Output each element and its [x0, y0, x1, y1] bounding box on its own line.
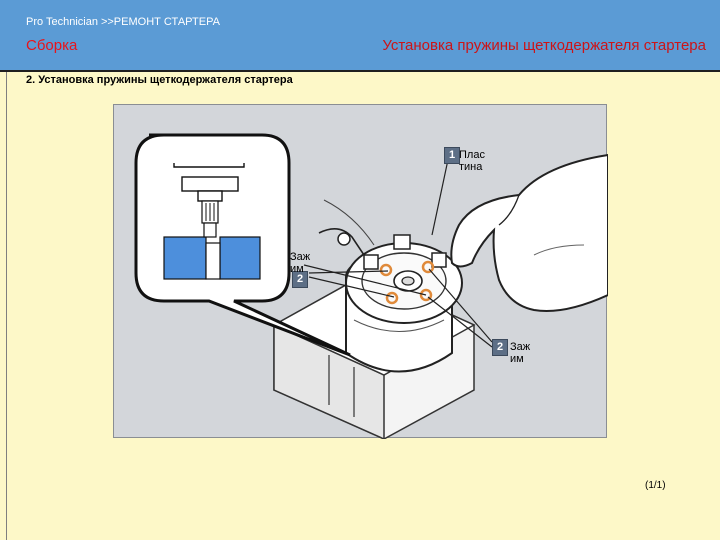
- callout-number-1: 1: [444, 147, 460, 164]
- breadcrumb: Pro Technician>>РЕМОНТ СТАРТЕРА: [26, 16, 220, 28]
- section-title: Сборка: [26, 37, 78, 54]
- starter-illustration: 1 Плас тина 2 Заж им 2 Заж им: [113, 104, 608, 439]
- left-divider: [6, 72, 7, 540]
- brand-label: Pro Technician: [26, 16, 98, 28]
- callout-label-clip-right: Заж им: [510, 341, 531, 365]
- illustration-drawing: [134, 133, 608, 439]
- callout-label-plate: Плас тина: [459, 149, 485, 173]
- callout-number-2-right: 2: [492, 339, 508, 356]
- page-counter: (1/1): [645, 480, 666, 491]
- header-bar: Pro Technician>>РЕМОНТ СТАРТЕРА Сборка У…: [0, 0, 720, 72]
- breadcrumb-path[interactable]: >>РЕМОНТ СТАРТЕРА: [100, 16, 221, 28]
- step-title: 2. Установка пружины щеткодержателя стар…: [26, 74, 293, 86]
- topic-title: Установка пружины щеткодержателя стартер…: [382, 37, 706, 54]
- callout-label-clip-left: Заж им: [290, 251, 311, 275]
- callout-number-2-left: 2: [292, 271, 308, 288]
